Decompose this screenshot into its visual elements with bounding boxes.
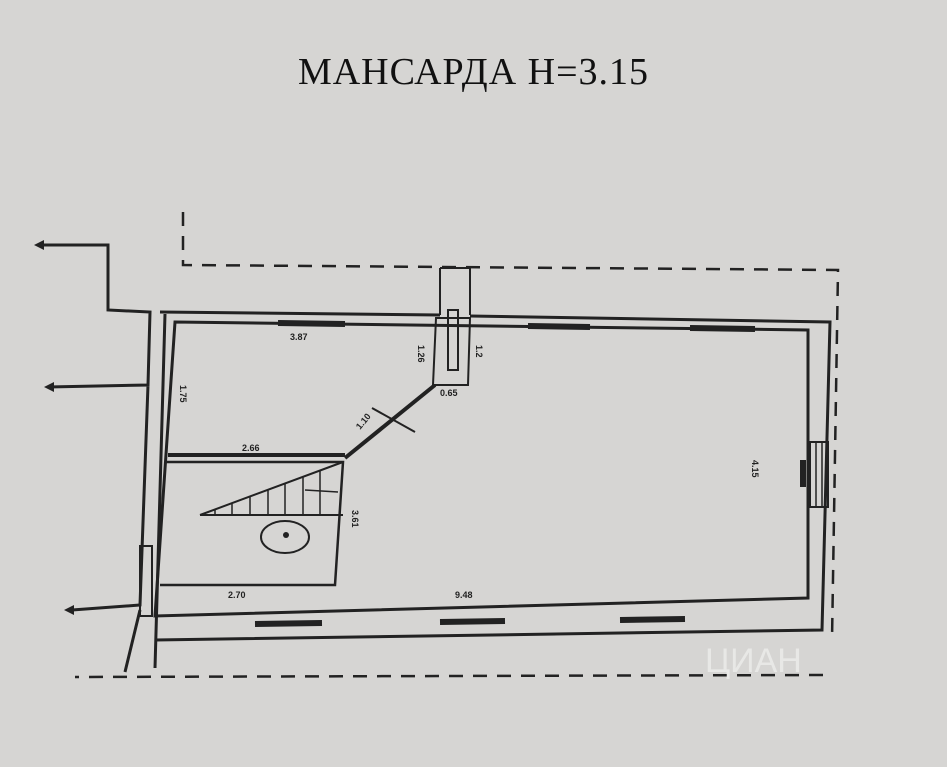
- watermark-logo: ЦИАН: [705, 642, 802, 680]
- plan-title: МАНСАРДА Н=3.15: [297, 51, 650, 93]
- staircase: [199, 461, 344, 516]
- dim-chimney-side: 1.2: [474, 345, 484, 358]
- dim-right-wall: 4.15: [750, 460, 760, 478]
- outer-left-wall: [40, 243, 167, 673]
- balcony-door: [809, 441, 829, 508]
- door-mark: [371, 407, 416, 433]
- dim-top-room-width: 3.87: [290, 332, 308, 342]
- window: [527, 323, 591, 330]
- window: [619, 616, 686, 623]
- chimney-flue: [447, 309, 459, 371]
- window: [254, 620, 323, 627]
- stair-steps: [214, 471, 339, 515]
- stair-room: [160, 460, 345, 587]
- dim-left-wall: 1.75: [178, 385, 188, 403]
- left-window: [139, 545, 153, 617]
- window: [439, 618, 506, 625]
- window: [277, 320, 346, 327]
- dim-total-length: 9.48: [455, 590, 473, 600]
- dim-stair-height: 3.61: [350, 510, 360, 528]
- dim-diagonal-wall: 1.10: [354, 411, 373, 431]
- dashed-roof-outline: [74, 212, 840, 679]
- dim-chimney-width: 0.65: [440, 388, 458, 398]
- dim-stair-room-width: 2.70: [228, 590, 246, 600]
- main-room-walls: [153, 320, 810, 618]
- window: [689, 325, 756, 332]
- dim-chimney-height: 1.26: [416, 345, 426, 363]
- outer-top-wall: [154, 310, 832, 642]
- diagonal-wall: [343, 383, 437, 460]
- dim-stair-partition: 2.66: [242, 443, 260, 453]
- round-fixture: [260, 520, 310, 554]
